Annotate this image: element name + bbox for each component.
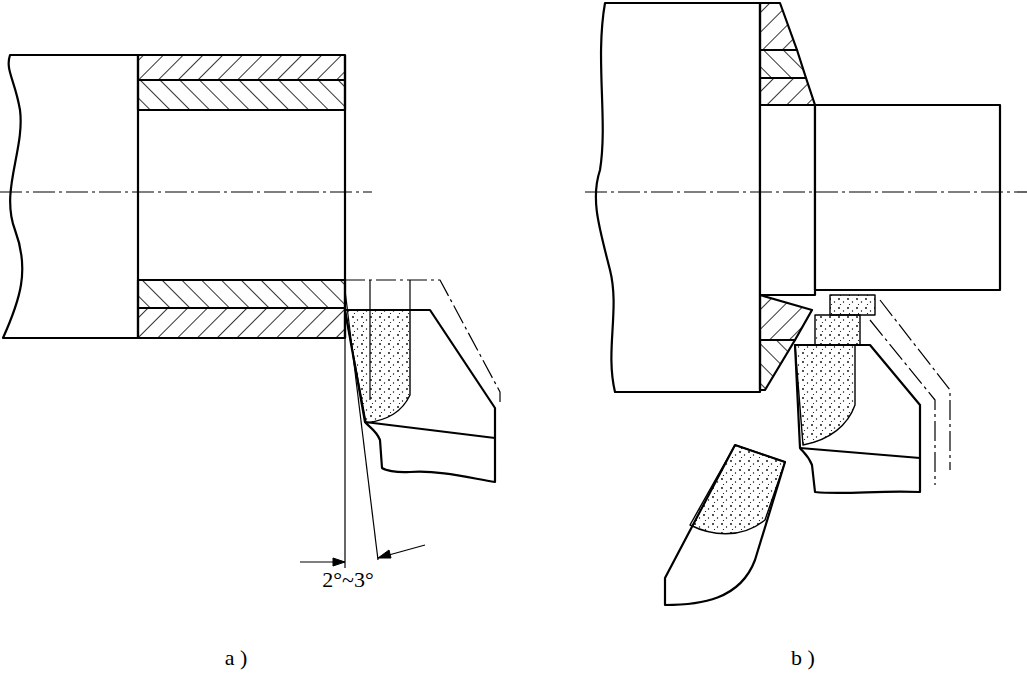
figure-label: b )	[789, 646, 817, 670]
figure-label: a )	[223, 646, 250, 670]
angle-dimension: 2°~3°	[320, 568, 376, 592]
